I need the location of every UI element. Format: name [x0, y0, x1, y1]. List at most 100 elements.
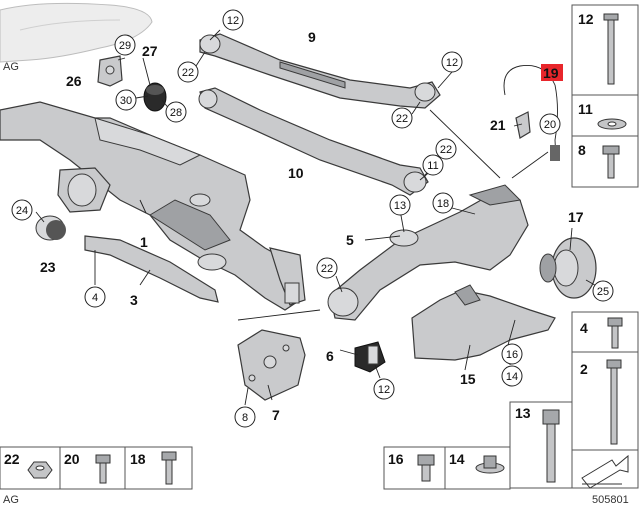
svg-text:18: 18	[437, 198, 449, 210]
axle-carrier	[0, 101, 306, 311]
callouts: 12 22 29 30 28 12 22 22 11 20 13 18 24 4…	[11, 9, 614, 428]
svg-text:14: 14	[506, 371, 518, 383]
callout-12c: 12	[373, 378, 395, 400]
svg-text:30: 30	[120, 95, 132, 107]
rubber-mount-28	[143, 82, 167, 112]
callout-22a: 22	[177, 61, 199, 83]
region-label-text: AG	[3, 61, 19, 73]
bracket-21	[515, 111, 531, 139]
label-9: 9	[308, 29, 316, 45]
label-15: 15	[460, 371, 476, 387]
callout-11: 11	[422, 154, 444, 176]
trailing-arm-5	[327, 184, 529, 321]
label-19: 19	[543, 65, 559, 81]
callout-20: 20	[539, 113, 561, 135]
bolt-13-icon	[542, 409, 560, 483]
bottom-label-14: 14	[449, 451, 465, 467]
label-7: 7	[272, 407, 280, 423]
control-arm-9	[199, 33, 441, 109]
label-26: 26	[66, 73, 82, 89]
callout-12a: 12	[222, 9, 244, 31]
washer-11-icon	[597, 118, 627, 130]
callout-25: 25	[592, 280, 614, 302]
side-boxes: 12 11 8 4 2 13	[509, 4, 639, 489]
bolt-18-icon	[161, 451, 177, 485]
callout-14: 14	[501, 365, 523, 387]
svg-text:4: 4	[92, 292, 98, 304]
bolt-2-icon	[606, 359, 622, 445]
nut-14-icon	[475, 455, 505, 474]
svg-text:8: 8	[242, 412, 248, 424]
bottom-boxes-mid: 16 14	[383, 446, 511, 490]
part-labels: 9 27 26 10 1 23 3 5 17 6 7 15 21 19	[40, 29, 584, 423]
label-27: 27	[142, 43, 158, 59]
strut-3	[84, 235, 219, 303]
label-21: 21	[490, 117, 506, 133]
control-arm-10	[198, 87, 429, 196]
bolt-8-icon	[602, 145, 620, 179]
leader-lines	[35, 29, 601, 406]
bracket-26	[97, 55, 123, 87]
bottom-boxes: 22 20 18	[0, 446, 193, 490]
bottom-label-18: 18	[130, 451, 146, 467]
svg-text:12: 12	[446, 57, 458, 69]
bottom-label-16: 16	[388, 451, 404, 467]
svg-text:22: 22	[440, 144, 452, 156]
label-1: 1	[140, 234, 148, 250]
bolt-20-icon	[95, 454, 111, 484]
svg-text:12: 12	[227, 15, 239, 27]
svg-text:29: 29	[119, 40, 131, 52]
callout-13: 13	[389, 194, 411, 216]
clip-16-icon	[417, 454, 435, 482]
bolt-4-icon	[607, 317, 623, 349]
svg-text:24: 24	[16, 205, 28, 217]
wheel-hub-17	[539, 237, 597, 299]
bottom-label-20: 20	[64, 451, 80, 467]
footer-left: AG	[3, 494, 19, 506]
label-3: 3	[130, 292, 138, 308]
svg-text:12: 12	[378, 384, 390, 396]
svg-text:28: 28	[170, 107, 182, 119]
arrow-icon	[581, 454, 629, 489]
callout-29: 29	[114, 34, 136, 56]
svg-text:22: 22	[321, 263, 333, 275]
callout-12b: 12	[441, 51, 463, 73]
cover-15	[411, 284, 556, 361]
svg-text:22: 22	[182, 67, 194, 79]
side-label-11: 11	[578, 101, 593, 117]
svg-text:22: 22	[396, 113, 408, 125]
side-label-2: 2	[580, 361, 588, 377]
nut-22-icon	[27, 461, 53, 479]
callout-16: 16	[501, 343, 523, 365]
callout-24: 24	[11, 199, 33, 221]
bottom-label-22: 22	[4, 451, 20, 467]
bolt-12-icon	[603, 13, 619, 85]
svg-text:20: 20	[544, 119, 556, 131]
callout-8: 8	[234, 406, 256, 428]
rubber-mount-23	[35, 215, 66, 241]
label-10: 10	[288, 165, 304, 181]
callout-18: 18	[432, 192, 454, 214]
body-fragment	[0, 2, 153, 63]
svg-text:25: 25	[597, 286, 609, 298]
callout-30: 30	[115, 89, 137, 111]
bracket-7	[237, 329, 306, 401]
label-23: 23	[40, 259, 56, 275]
svg-text:11: 11	[427, 160, 438, 172]
callout-22d: 22	[316, 257, 338, 279]
callout-28: 28	[165, 101, 187, 123]
label-6: 6	[326, 348, 334, 364]
mount-6	[354, 341, 386, 373]
side-label-13: 13	[515, 405, 531, 421]
highlight-19	[541, 64, 563, 81]
side-label-12: 12	[578, 11, 594, 27]
label-5: 5	[346, 232, 354, 248]
side-label-8: 8	[578, 142, 586, 158]
side-label-4: 4	[580, 320, 588, 336]
label-17: 17	[568, 209, 584, 225]
callout-22b: 22	[391, 107, 413, 129]
svg-text:16: 16	[506, 349, 518, 361]
svg-text:13: 13	[394, 200, 406, 212]
callout-4: 4	[84, 286, 106, 308]
